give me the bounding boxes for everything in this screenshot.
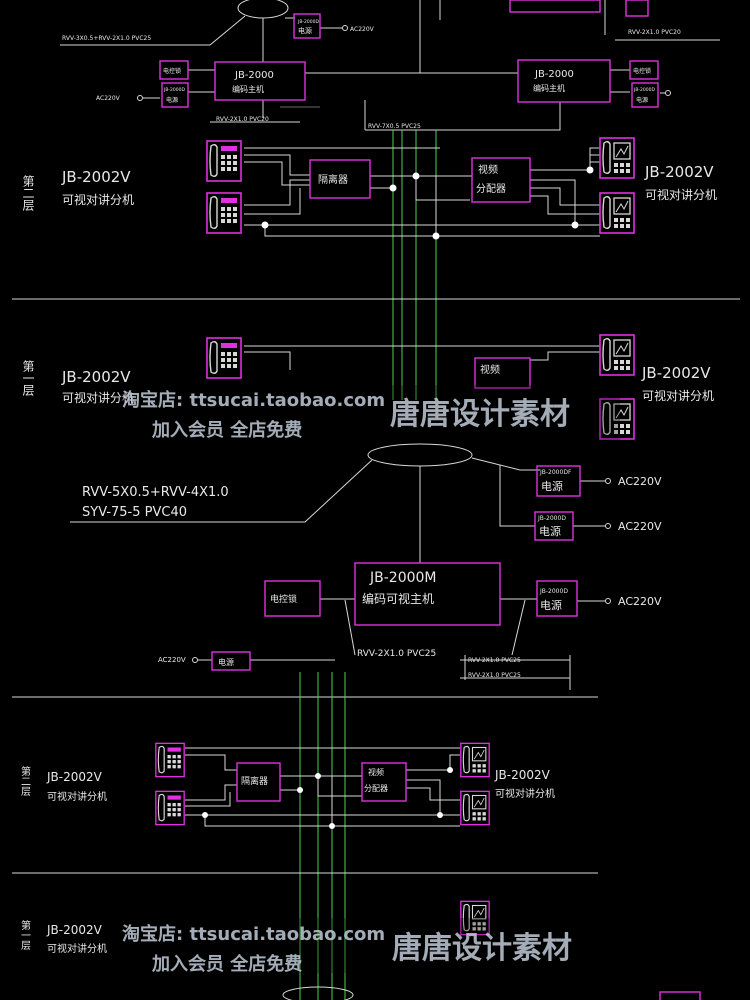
cable-label: RVV-2X1.0 PVC20	[628, 29, 681, 36]
upper-floor1-wiring	[244, 345, 600, 370]
unit-model: JB-2002V	[61, 368, 131, 386]
host-model: JB-2000M	[369, 570, 437, 586]
unit-model: JB-2002V	[641, 364, 711, 382]
psu-label: 电源	[298, 26, 312, 35]
psu-model: JB-2000D	[537, 515, 566, 522]
splitter-label: 视频	[478, 163, 498, 176]
cable-label: RVV-7X0.5 PVC25	[368, 123, 421, 130]
top-section	[60, 0, 720, 131]
lower-floor2-devices	[155, 742, 490, 829]
isolator-label: 隔离器	[318, 173, 348, 186]
ac-label: AC220V	[618, 520, 662, 533]
unit-desc: 可视对讲分机	[62, 390, 134, 405]
unit-model: JB-2002V	[61, 168, 131, 186]
psu-label: 电源	[218, 657, 234, 667]
cable-label: RVV-3X0.5+RVV-2X1.0 PVC25	[62, 35, 151, 42]
lock-label: 电控锁	[633, 67, 651, 75]
splitter-label: 视频	[480, 363, 500, 376]
host-label: 编码主机	[232, 84, 264, 94]
host-model: JB-2000	[234, 70, 274, 81]
host-label: 编码可视主机	[362, 591, 434, 606]
unit-desc: 可视对讲分机	[495, 787, 555, 800]
psu-label: 电源	[166, 96, 178, 104]
lower-floor1-labels: 第一层 JB-2002V 可视对讲分机	[19, 919, 108, 955]
unit-desc: 可视对讲分机	[645, 187, 717, 202]
lock-label: 电控锁	[270, 593, 297, 605]
cable-label: RVV-2X1.0 PVC25	[468, 657, 521, 664]
upper-floor2-devices	[206, 137, 635, 240]
ac-label: AC220V	[96, 95, 121, 102]
unit-model: JB-2002V	[46, 923, 103, 937]
watermark-brand: 唐唐设计素材	[390, 397, 570, 432]
unit-desc: 可视对讲分机	[62, 192, 134, 207]
watermark-member: 加入会员 全店免费	[151, 419, 302, 441]
lock-label: 电控锁	[163, 67, 181, 75]
host-model: JB-2000	[534, 69, 574, 80]
cable-label: RVV-2X1.0 PVC25	[357, 649, 436, 659]
cable-label: SYV-75-5 PVC40	[82, 505, 187, 520]
ac-label: AC220V	[350, 26, 375, 33]
upper-floor1-devices	[206, 334, 635, 440]
watermark-shop: 淘宝店: ttsucai.taobao.com	[122, 923, 385, 945]
cable-label: RVV-2X1.0 PVC20	[216, 116, 269, 123]
psu-model: JB-2000D	[297, 19, 319, 25]
ac-label: AC220V	[618, 595, 662, 608]
floor-label: 第一层	[21, 360, 35, 397]
unit-desc: 可视对讲分机	[47, 942, 107, 955]
middle-section-devices	[211, 465, 581, 671]
cable-label: RVV-2X1.0 PVC25	[468, 672, 521, 679]
unit-model: JB-2002V	[644, 163, 714, 181]
psu-model: JB-2000DF	[539, 469, 572, 476]
psu-label: 电源	[636, 96, 648, 104]
unit-desc: 可视对讲分机	[47, 790, 107, 803]
watermark-lower: 淘宝店: ttsucai.taobao.com 加入会员 全店免费 唐唐设计素材	[120, 918, 620, 975]
unit-desc: 可视对讲分机	[642, 388, 714, 403]
psu-label: 电源	[539, 524, 561, 538]
lower-floor2-wiring	[185, 672, 460, 1000]
unit-model: JB-2002V	[46, 770, 103, 784]
psu-model: JB-2000D	[633, 87, 655, 93]
watermark-upper: 淘宝店: ttsucai.taobao.com 加入会员 全店免费 唐唐设计素材	[120, 385, 620, 441]
host-label: 编码主机	[533, 83, 565, 93]
middle-labels: RVV-5X0.5+RVV-4X1.0 SYV-75-5 PVC40 JB-20…	[82, 469, 662, 679]
unit-model: JB-2002V	[494, 768, 551, 782]
top-labels: RVV-3X0.5+RVV-2X1.0 PVC25 JB-2000D 电源 AC…	[62, 19, 681, 130]
upper-floor1-labels: 第一层 JB-2002V 可视对讲分机 视频 JB-2002V 可视对讲分机	[21, 360, 714, 405]
floor-label: 第二层	[19, 765, 31, 797]
top-section-devices	[159, 0, 659, 108]
splitter-label: 视频	[368, 767, 384, 777]
splitter-label: 分配器	[476, 183, 506, 195]
splitter-label: 分配器	[364, 784, 388, 793]
psu-model: JB-2000D	[539, 588, 568, 595]
psu-label: 电源	[541, 479, 563, 493]
middle-section-wiring	[12, 443, 611, 698]
floor-label: 第一层	[19, 919, 31, 951]
floor-label: 第二层	[21, 175, 35, 212]
lower-floor2-labels: 第二层 JB-2002V 可视对讲分机 隔离器 视频 分配器 JB-2002V …	[19, 765, 556, 803]
watermark-member: 加入会员 全店免费	[151, 953, 302, 975]
psu-model: JB-2000D	[163, 87, 185, 93]
ac-label: AC220V	[158, 656, 186, 664]
ac-label: AC220V	[618, 475, 662, 488]
cable-label: RVV-5X0.5+RVV-4X1.0	[82, 485, 229, 500]
isolator-label: 隔离器	[241, 775, 268, 787]
upper-floor2-labels: 第二层 JB-2002V 可视对讲分机 隔离器 视频 分配器 JB-2002V …	[21, 163, 717, 212]
watermark-brand: 唐唐设计素材	[392, 931, 572, 966]
lower-floor1-devices	[282, 900, 701, 1000]
psu-label: 电源	[540, 598, 562, 612]
watermark-shop: 淘宝店: ttsucai.taobao.com	[122, 389, 385, 411]
